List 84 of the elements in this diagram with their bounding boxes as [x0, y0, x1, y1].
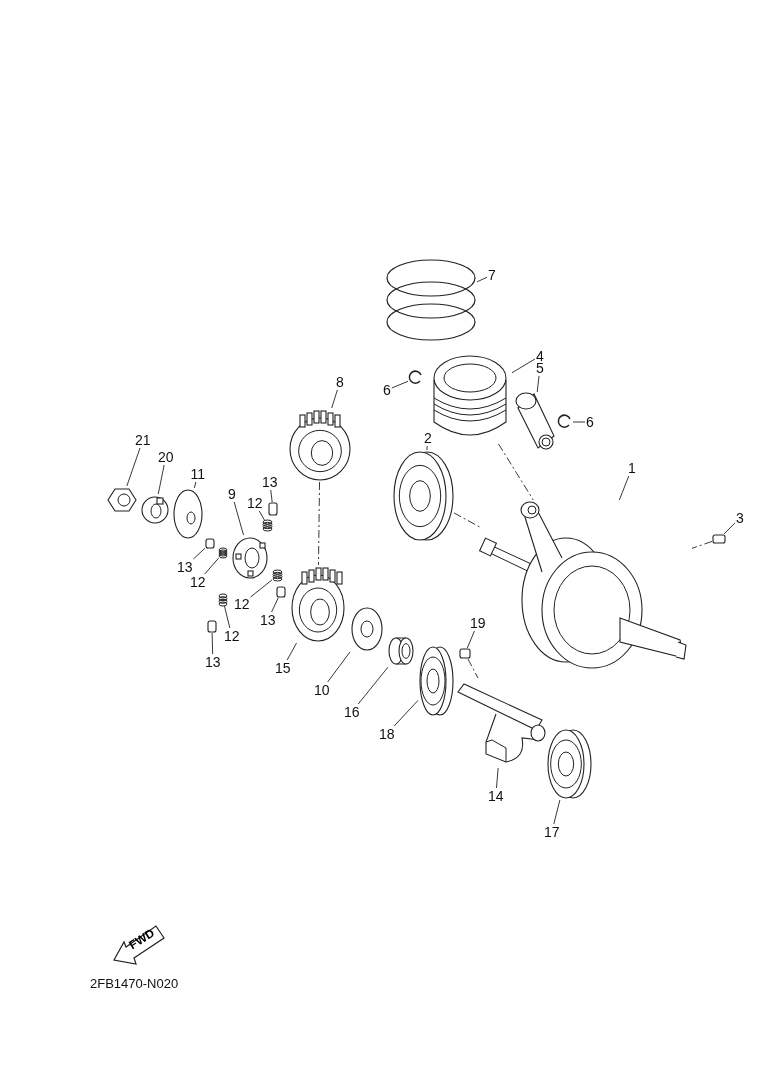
spring-drawing [262, 520, 273, 531]
callout-number: 8 [335, 374, 345, 390]
callout-number: 13 [261, 474, 279, 490]
leader-line [327, 651, 351, 683]
circlip-drawing [557, 414, 573, 430]
gear-drawing [288, 408, 352, 482]
callout-number: 13 [204, 654, 222, 670]
key-drawing [205, 538, 215, 549]
center-line [498, 443, 534, 501]
leader-line [496, 767, 499, 789]
leader-line [286, 642, 297, 661]
callout-number: 13 [259, 612, 277, 628]
bearing-drawing [418, 645, 454, 717]
spring-drawing [218, 548, 228, 558]
leader-line [391, 380, 409, 389]
key-drawing [268, 502, 278, 516]
callout-number: 17 [543, 824, 561, 840]
key-drawing [459, 648, 471, 659]
leader-line [618, 475, 630, 501]
callout-number: 9 [227, 486, 237, 502]
leader-line [553, 799, 561, 825]
washer-drawing [350, 606, 384, 652]
callout-number: 11 [189, 466, 207, 482]
callout-number: 12 [233, 596, 251, 612]
leader-line [193, 481, 197, 489]
leader-line [224, 605, 231, 629]
leader-line [270, 489, 273, 503]
spring-drawing [218, 594, 228, 606]
callout-number: 6 [382, 382, 392, 398]
center-line [467, 658, 479, 679]
callout-number: 12 [246, 495, 264, 511]
callout-number: 2 [423, 430, 433, 446]
center-line [318, 481, 320, 566]
plate-drawing [172, 488, 204, 540]
callout-number: 21 [134, 432, 152, 448]
callout-number: 12 [223, 628, 241, 644]
leader-line [426, 445, 428, 451]
bearing-drawing [392, 450, 454, 542]
hub-drawing [230, 535, 270, 581]
nut-drawing [106, 486, 138, 514]
leader-line [211, 632, 214, 655]
leader-line [536, 375, 540, 393]
leader-line [331, 389, 338, 409]
leader-line [393, 699, 419, 727]
leader-line [204, 557, 220, 575]
leader-line [511, 358, 536, 374]
callout-number: 13 [176, 559, 194, 575]
gear-drawing [290, 565, 346, 643]
lock-washer-drawing [140, 494, 170, 526]
leader-line [192, 547, 206, 560]
leader-line [157, 464, 165, 495]
leader-line [258, 510, 265, 521]
leader-line [233, 501, 244, 536]
piston-pin-drawing [512, 392, 556, 450]
leader-line [126, 447, 141, 487]
callout-number: 12 [189, 574, 207, 590]
center-line [691, 540, 713, 549]
callout-number: 7 [487, 267, 497, 283]
key-drawing [712, 534, 726, 544]
leader-line [466, 630, 475, 649]
collar-drawing [388, 634, 414, 668]
leader-line [250, 579, 273, 598]
callout-number: 16 [343, 704, 361, 720]
callout-number: 3 [735, 510, 745, 526]
key-drawing [207, 620, 217, 633]
callout-number: 15 [274, 660, 292, 676]
leader-line [271, 597, 279, 613]
callout-number: 19 [469, 615, 487, 631]
circlip-drawing [408, 370, 424, 386]
callout-number: 6 [585, 414, 595, 430]
callout-number: 14 [487, 788, 505, 804]
callout-number: 1 [627, 460, 637, 476]
leader-line [723, 522, 736, 535]
center-line [453, 512, 481, 528]
callout-number: 18 [378, 726, 396, 742]
key-drawing [276, 586, 286, 598]
leader-line [572, 421, 586, 423]
bearing-drawing [546, 728, 592, 800]
callout-number: 20 [157, 449, 175, 465]
drawing-code: 2FB1470-N020 [90, 976, 179, 991]
leader-line [476, 276, 488, 283]
callout-number: 10 [313, 682, 331, 698]
leader-line [357, 666, 389, 705]
spring-drawing [272, 570, 283, 581]
